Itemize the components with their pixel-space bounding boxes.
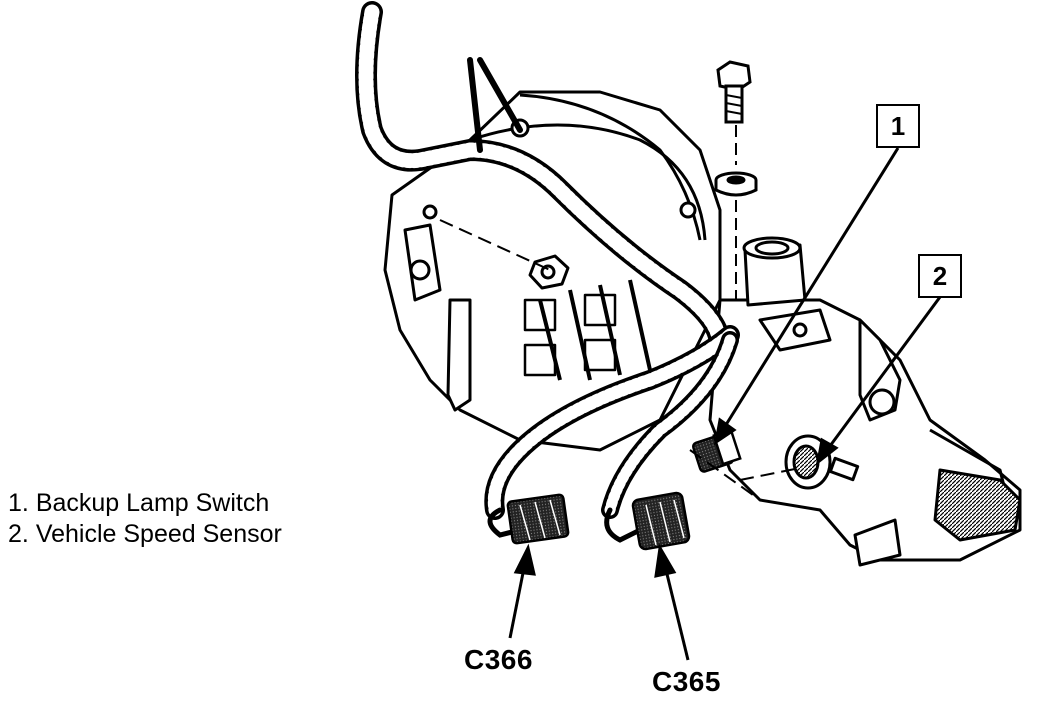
c366-arrow bbox=[508, 543, 536, 639]
mounting-bolt bbox=[714, 60, 758, 197]
transmission-case bbox=[383, 90, 722, 452]
callout-1: 1 bbox=[876, 104, 920, 148]
legend-label: Vehicle Speed Sensor bbox=[35, 520, 282, 548]
connector-c365 bbox=[631, 491, 691, 551]
callout-2-leader bbox=[815, 296, 942, 466]
wiring-harness bbox=[355, 1, 740, 543]
connector-label-c366: C366 bbox=[464, 644, 533, 675]
connector-label-c365: C365 bbox=[652, 666, 721, 697]
callout-2: 2 bbox=[918, 254, 962, 298]
legend-item: 1. Backup Lamp Switch bbox=[8, 488, 282, 519]
legend-label: Backup Lamp Switch bbox=[35, 489, 270, 517]
alignment-lines bbox=[439, 219, 801, 501]
extension-housing bbox=[708, 236, 1022, 567]
c365-arrow bbox=[654, 543, 690, 661]
legend-item: 2. Vehicle Speed Sensor bbox=[8, 519, 282, 550]
legend: 1. Backup Lamp Switch 2. Vehicle Speed S… bbox=[8, 488, 282, 550]
legend-number: 2. bbox=[8, 520, 29, 548]
connector-c366 bbox=[506, 493, 570, 545]
legend-number: 1. bbox=[8, 489, 29, 517]
callout-1-leader bbox=[713, 147, 900, 446]
